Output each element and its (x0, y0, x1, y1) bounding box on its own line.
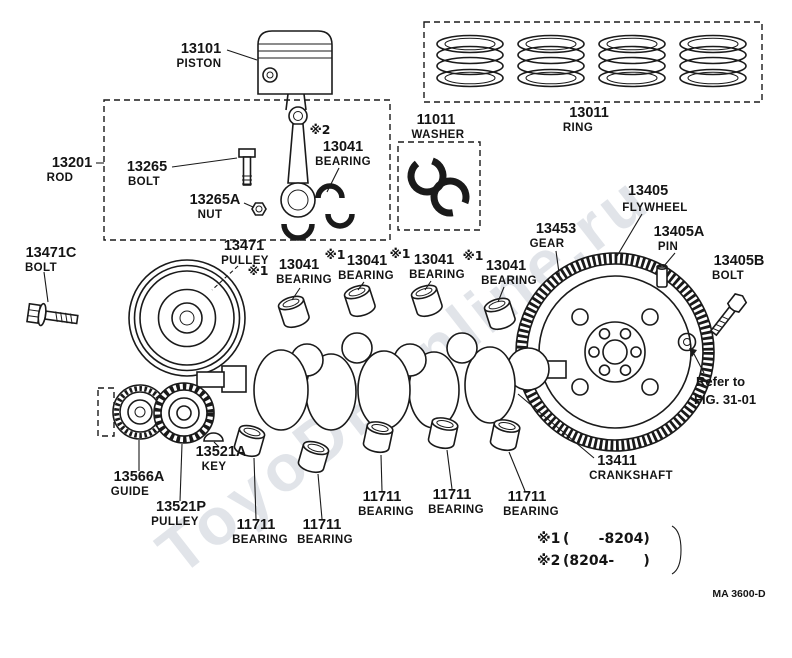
label-ring-number: 13011 (569, 105, 609, 121)
rod-bolt-drawing (238, 148, 256, 186)
label-thrust-bearing-number: 11711 (303, 517, 342, 533)
label-flywheel-number: 13405 (628, 183, 668, 199)
flywheel-bolt-drawing (709, 293, 748, 337)
label-conrod-bearing-name: BEARING (315, 156, 371, 168)
ring-stack (517, 34, 585, 88)
legend: ※1 ( -8204) ※2 (8204- ) (537, 525, 682, 575)
label-flywheel-bolt-number: 13405B (714, 253, 765, 269)
label-timing-pulley-name: PULLEY (151, 516, 199, 528)
ring-stack (436, 34, 504, 88)
label-washer-name: WASHER (412, 129, 465, 141)
label-pin-name: PIN (658, 241, 678, 253)
label-main-bearing-number: 13041 (414, 252, 454, 268)
legend-bracket (671, 525, 682, 575)
refer-note-line1: Refer to (696, 374, 745, 389)
label-gear-name: GEAR (530, 238, 565, 250)
label-crankshaft-number: 13411 (597, 453, 637, 469)
label-thrust-bearing-name: BEARING (232, 534, 288, 546)
legend-row1-range: ( -8204) (563, 531, 650, 547)
ring-stack (679, 34, 747, 88)
label-guide-name: GUIDE (111, 486, 149, 498)
refer-note-line2: FIG. 31-01 (694, 392, 756, 407)
key-drawing (203, 432, 224, 442)
arrowhead (689, 348, 697, 357)
crank-pulley-drawing (128, 259, 246, 377)
piston-ring-set-box (423, 21, 763, 103)
label-pulley-name: PULLEY (221, 255, 269, 267)
crankshaft-drawing (196, 332, 567, 431)
label-pin-number: 13405A (654, 224, 705, 240)
label-main-bearing-name: BEARING (338, 270, 394, 282)
label-conrod-bearing-number: 13041 (323, 139, 363, 155)
label-thrust-bearing-name: BEARING (358, 506, 414, 518)
label-key-number: 13521A (196, 444, 247, 460)
label-thrust-bearing-name: BEARING (503, 506, 559, 518)
label-pulley-bolt-name: BOLT (25, 262, 57, 274)
label-rod-name: ROD (47, 172, 74, 184)
label-thrust-bearing-number: 11711 (237, 517, 276, 533)
label-ring-name: RING (563, 122, 593, 134)
flywheel-drawing (515, 252, 715, 452)
legend-row2-symbol: ※2 (537, 553, 560, 569)
label-pulley-number: 13471 (224, 238, 264, 254)
asterisk1-mark: ※1 (325, 247, 346, 262)
leader-lines (43, 49, 705, 520)
label-main-bearing-name: BEARING (409, 269, 465, 281)
label-key-name: KEY (202, 461, 227, 473)
label-timing-pulley-number: 13521P (156, 499, 206, 515)
label-rod-bolt-name: BOLT (128, 176, 160, 188)
asterisk2-mark: ※2 (310, 122, 331, 137)
ring-stack (598, 34, 666, 88)
label-gear-number: 13453 (536, 221, 576, 237)
label-thrust-bearing-name: BEARING (428, 504, 484, 516)
label-thrust-bearing-number: 11711 (363, 489, 402, 505)
label-pulley-bolt-number: 13471C (26, 245, 77, 261)
legend-row2-range: (8204- ) (563, 553, 650, 569)
label-crankshaft-name: CRANKSHAFT (589, 470, 673, 482)
conrod-bearing-shells (315, 183, 355, 229)
label-washer-number: 11011 (417, 112, 456, 128)
label-piston-name: PISTON (176, 58, 221, 70)
label-rod-number: 13201 (52, 155, 92, 171)
label-main-bearing-name: BEARING (276, 274, 332, 286)
labels: 13101 PISTON 13011 RING 11011 WASHER 132… (25, 41, 764, 546)
flywheel-bolt-washer (677, 332, 697, 352)
asterisk1-mark: ※1 (463, 248, 484, 263)
legend-row1-symbol: ※1 (537, 531, 560, 547)
label-main-bearing-name: BEARING (481, 275, 537, 287)
asterisk1-mark: ※1 (248, 263, 269, 278)
label-main-bearing-number: 13041 (279, 257, 319, 273)
label-thrust-bearing-name: BEARING (297, 534, 353, 546)
rod-nut-drawing (251, 202, 267, 216)
label-thrust-bearing-number: 11711 (433, 487, 472, 503)
doc-code: MA 3600-D (712, 588, 766, 600)
label-rod-bolt-number: 13265 (127, 159, 167, 175)
timing-pulley-drawing (153, 382, 215, 444)
label-flywheel-bolt-name: BOLT (712, 270, 744, 282)
pin-drawing (656, 263, 668, 288)
piston-drawing (257, 30, 333, 111)
label-rod-nut-number: 13265A (190, 192, 241, 208)
label-flywheel-name: FLYWHEEL (622, 202, 687, 214)
pulley-bolt-drawing (26, 302, 79, 327)
connecting-rod-box (103, 99, 391, 241)
thrust-washer-box (397, 141, 481, 231)
label-main-bearing-number: 13041 (486, 258, 526, 274)
label-rod-nut-name: NUT (198, 209, 223, 221)
label-thrust-bearing-number: 11711 (508, 489, 547, 505)
label-piston-number: 13101 (181, 41, 221, 57)
label-guide-number: 13566A (114, 469, 165, 485)
label-main-bearing-number: 13041 (347, 253, 387, 269)
asterisk1-mark: ※1 (390, 246, 411, 261)
